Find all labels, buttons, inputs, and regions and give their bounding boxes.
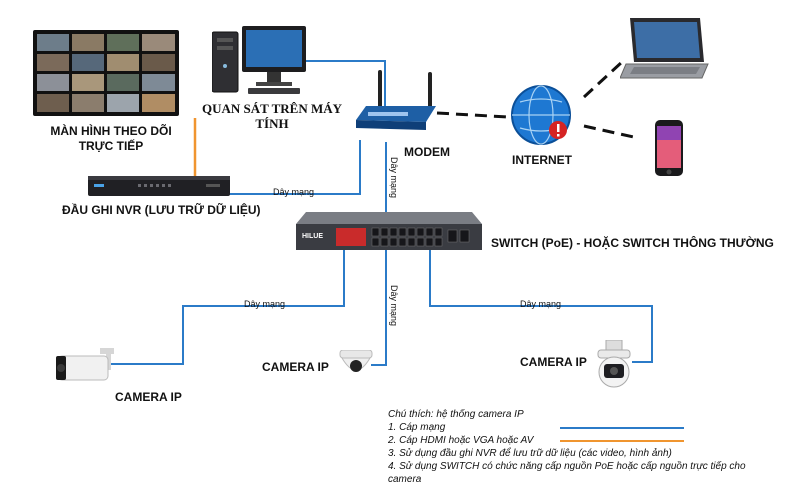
pc-label: QUAN SÁT TRÊN MÁY TÍNH — [202, 101, 343, 131]
link-internet-phone — [583, 124, 639, 140]
legend-item-network-cable: 1. Cáp mạng — [388, 421, 788, 434]
nvr-label: ĐẦU GHI NVR (LƯU TRỮ DỮ LIỆU) — [62, 203, 261, 217]
legend-item-video-cable: 2. Cáp HDMI hoặc VGA hoặc AV — [388, 434, 788, 447]
internet-globe — [508, 84, 578, 155]
link-internet-laptop — [582, 60, 624, 99]
cable-label-switch-cam-center: Dây mạng — [389, 285, 399, 327]
cable-label-switch-cam-right: Dây mạng — [520, 299, 562, 309]
cable-label-nvr-modem: Dây mạng — [273, 187, 315, 197]
monitor-device — [33, 30, 179, 121]
cable-switch-cam-center — [371, 250, 387, 366]
antenna-left — [378, 70, 382, 110]
legend-item-switch-note: 4. Sử dụng SWITCH có chức năng cấp nguồn… — [388, 461, 746, 485]
internet-label: INTERNET — [512, 153, 572, 167]
poe-switch-device: HILUE — [296, 212, 482, 257]
legend-title: Chú thích: hệ thống camera IP — [388, 409, 524, 420]
camera-right-label: CAMERA IP — [520, 355, 587, 369]
legend-item-label: 1. Cáp mạng — [388, 422, 446, 433]
legend-swatch-video-cable — [560, 440, 684, 442]
cable-pc-modem — [305, 60, 386, 113]
camera-center-label: CAMERA IP — [262, 360, 329, 374]
legend-item-label: 2. Cáp HDMI hoặc VGA hoặc AV — [388, 435, 534, 446]
monitor-label: MÀN HÌNH THEO DÕI TRỰC TIẾP — [50, 124, 172, 153]
legend-swatch-network-cable — [560, 427, 684, 429]
modem-device — [352, 70, 442, 147]
smartphone-device — [655, 120, 683, 181]
cable-switch-cam-left — [108, 250, 345, 365]
modem-label: MODEM — [404, 145, 450, 159]
dome-camera-center — [338, 349, 374, 385]
camera-feed-grid — [37, 34, 175, 112]
cable-nvr-modem — [228, 140, 361, 195]
laptop-device — [619, 16, 710, 91]
cable-label-modem-switch: Dây mạng — [389, 157, 399, 199]
switch-brand-label: HILUE — [302, 233, 323, 240]
bullet-camera-left — [56, 344, 118, 389]
legend: Chú thích: hệ thống camera IP 1. Cáp mạn… — [388, 408, 788, 486]
legend-item-nvr-note: 3. Sử dụng đầu ghi NVR để lưu trữ dữ liệ… — [388, 448, 672, 459]
pc-device — [211, 26, 312, 101]
switch-label: SWITCH (PoE) - HOẶC SWITCH THÔNG THƯỜNG — [491, 236, 774, 250]
antenna-right — [428, 72, 432, 112]
pc-keyboard — [248, 88, 300, 94]
nvr-device — [88, 176, 230, 203]
ptz-camera-right — [592, 339, 636, 395]
cable-label-switch-cam-left: Dây mạng — [244, 299, 286, 309]
link-modem-internet — [436, 111, 509, 119]
cable-switch-cam-right — [429, 250, 653, 363]
camera-left-label: CAMERA IP — [115, 390, 182, 404]
